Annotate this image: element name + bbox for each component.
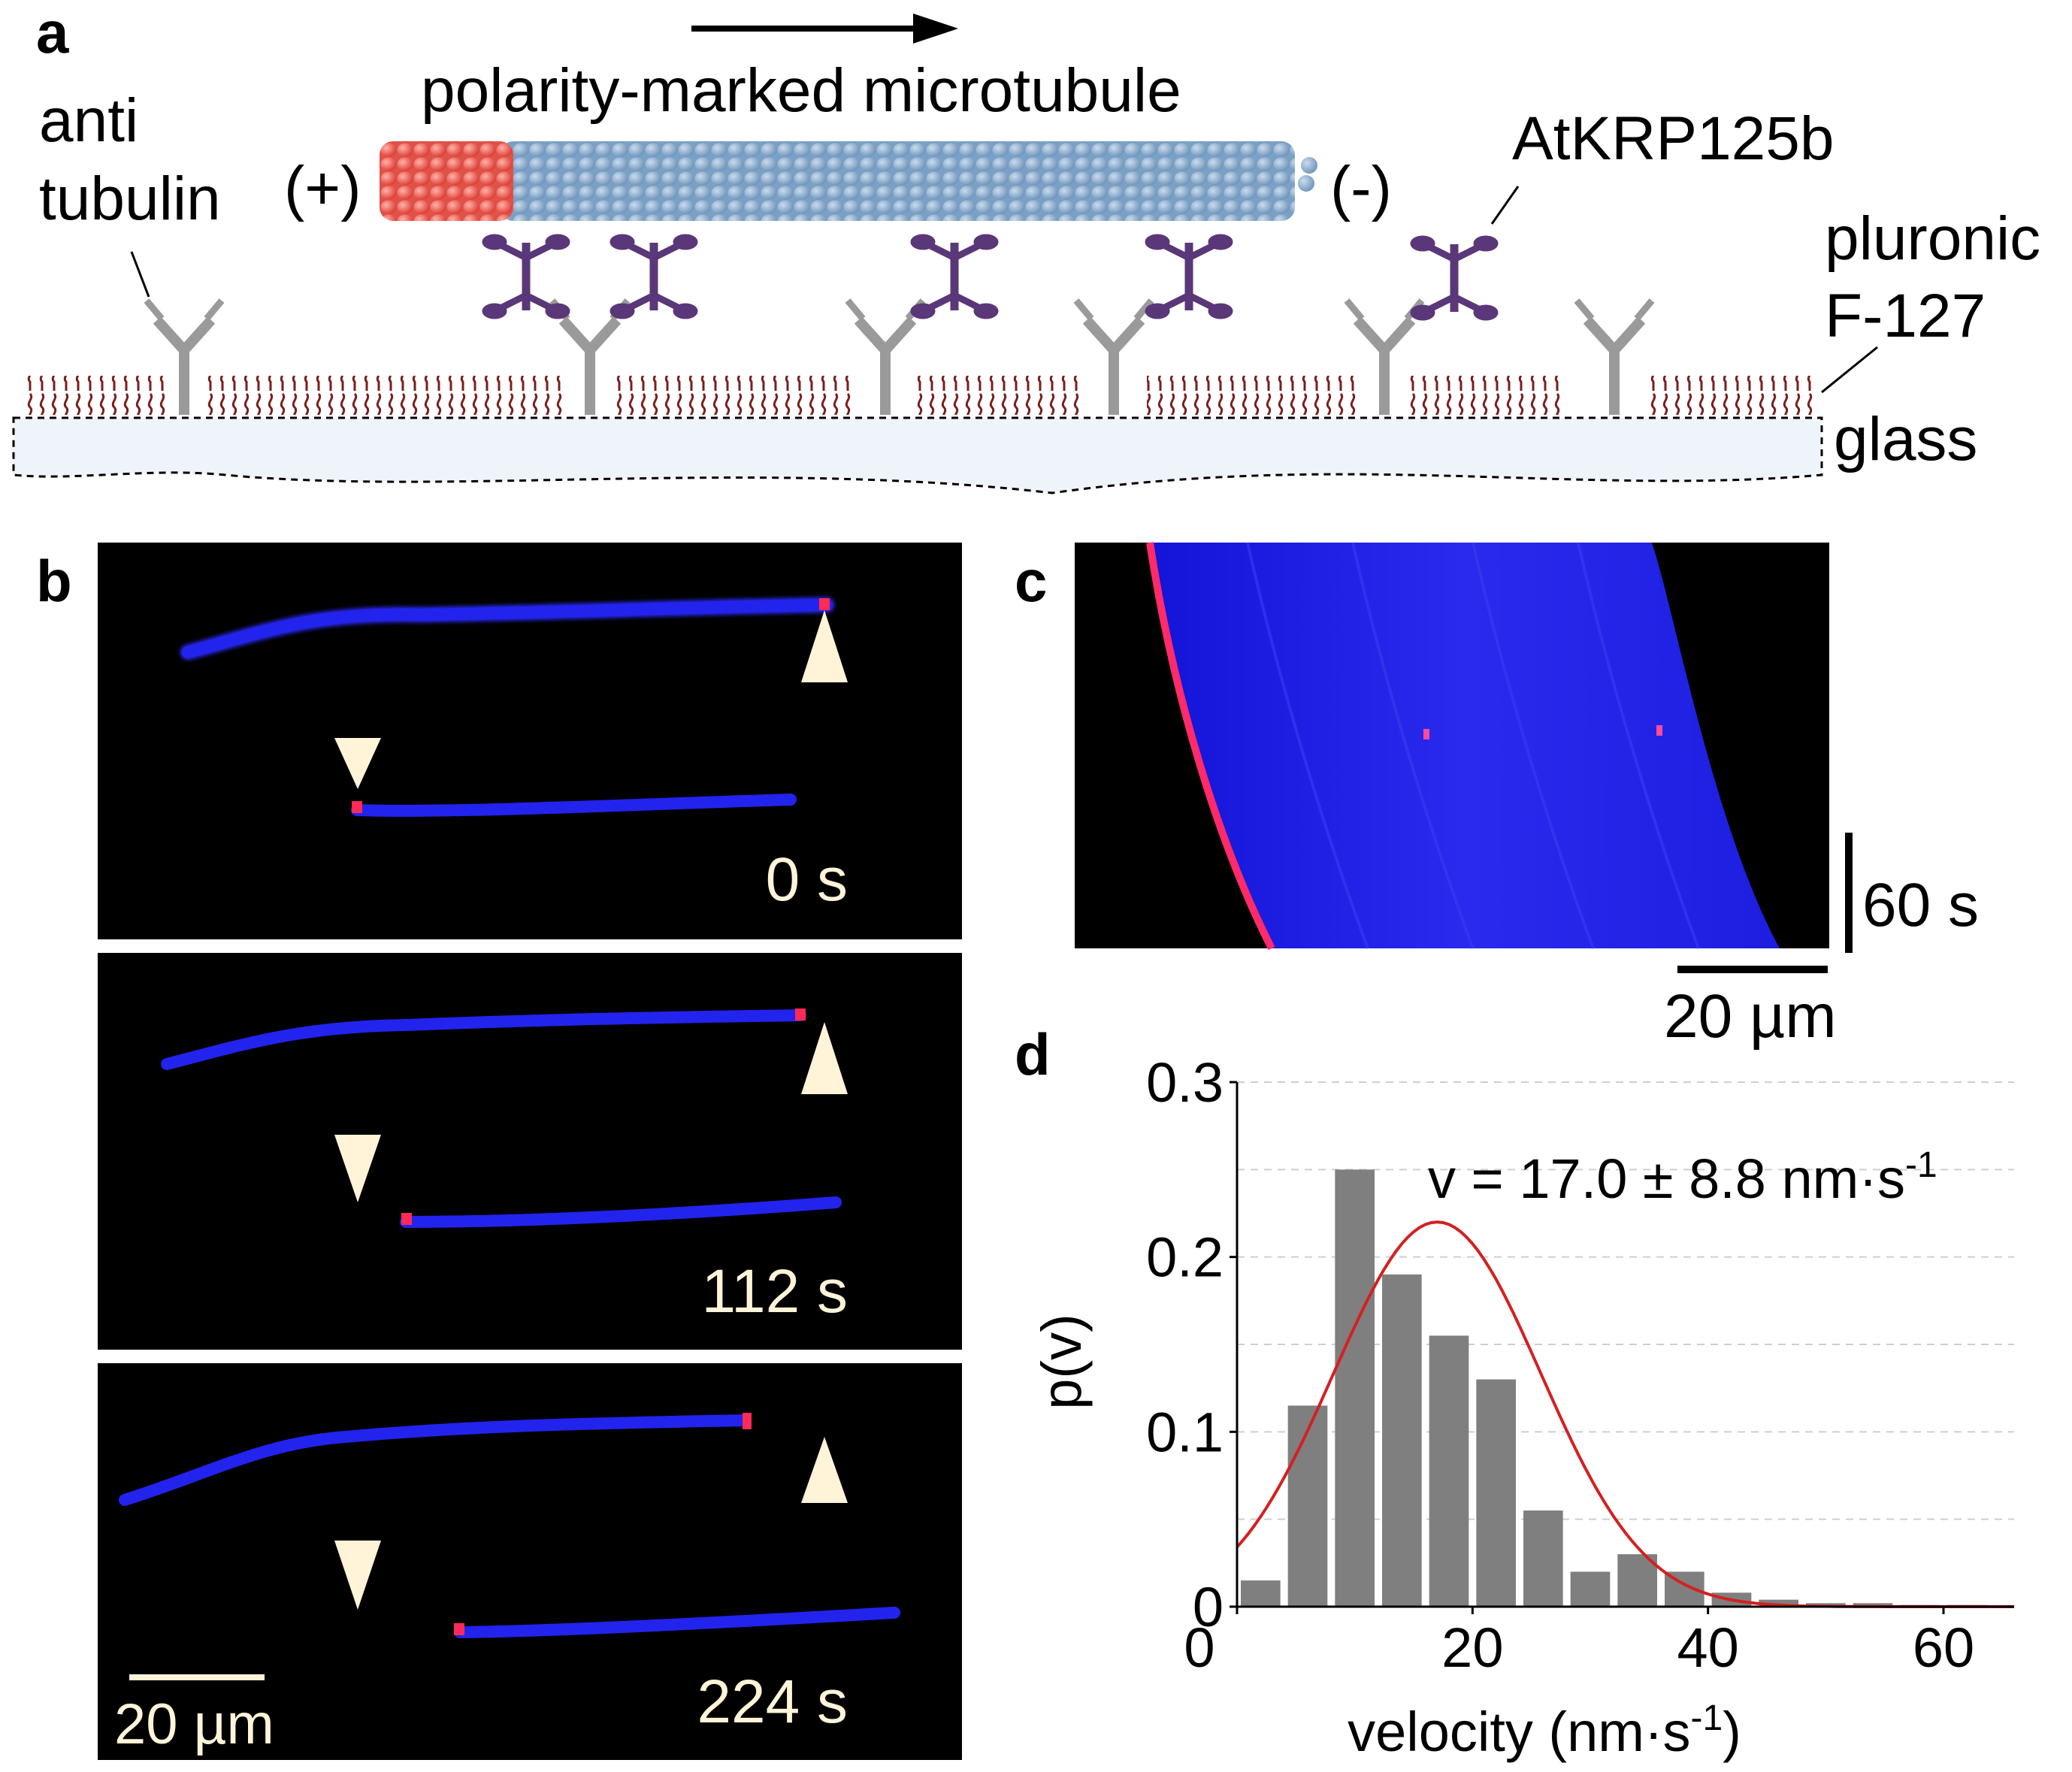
antibody-4 xyxy=(1073,298,1154,415)
motor-label: AtKRP125b xyxy=(1512,104,1835,173)
plus-end-arrowhead xyxy=(334,738,381,789)
histogram-bar xyxy=(1382,1274,1422,1607)
frame-time-label: 0 s xyxy=(766,845,848,914)
antibody-1 xyxy=(144,298,225,415)
minus-end-label: (-) xyxy=(1330,154,1392,222)
y-tick-label: 0.1 xyxy=(1146,1401,1224,1463)
histogram-bar xyxy=(1759,1599,1798,1607)
anti-tubulin-label-line2: tubulin xyxy=(39,165,221,233)
panel-b-letter: b xyxy=(36,548,72,614)
panel-a-letter: a xyxy=(36,0,69,65)
antibody-5 xyxy=(1344,298,1425,415)
glass-label: glass xyxy=(1834,405,1977,473)
panel-c-letter: c xyxy=(1015,548,1047,614)
panel-b: b 0 s 112 s xyxy=(36,543,962,1760)
pluronic-leader xyxy=(1821,346,1878,394)
plus-end-label: (+) xyxy=(284,154,361,222)
frame-time-label: 112 s xyxy=(701,1257,848,1326)
motor-4 xyxy=(1145,234,1233,319)
y-tick-labels: 0 0.1 0.2 0.3 xyxy=(1146,1051,1237,1638)
plus-end-seed xyxy=(380,141,513,221)
motor-2 xyxy=(610,234,698,319)
chart-axes xyxy=(1236,1082,2014,1608)
histogram-bar xyxy=(1476,1379,1516,1607)
y-axis-label: p(v) xyxy=(1030,1314,1093,1409)
histogram-bar xyxy=(1429,1335,1469,1607)
y-tick-label: 0 xyxy=(1193,1576,1224,1638)
x-tick-label: 60 xyxy=(1913,1616,1974,1679)
histogram-bar xyxy=(1523,1510,1563,1607)
pluronic-label-line2: F-127 xyxy=(1825,282,1986,350)
pluronic-label-line1: pluronic xyxy=(1825,204,2040,273)
y-tick-label: 0.3 xyxy=(1146,1051,1224,1114)
motor-1 xyxy=(482,234,570,319)
frame-224s: 20 µm 224 s xyxy=(98,1363,962,1760)
panel-c: c 60 s 20 µm xyxy=(1015,542,1979,1051)
anti-tubulin-leader xyxy=(130,251,150,298)
antibodies xyxy=(144,298,1655,415)
histogram-bar xyxy=(1570,1571,1611,1607)
panel-d-letter: d xyxy=(1015,1021,1051,1087)
x-tick-labels: 0 20 40 60 xyxy=(1184,1607,1974,1679)
pluronic-layer xyxy=(24,376,1813,415)
frame-112s: 112 s xyxy=(98,953,962,1350)
kymograph-band xyxy=(1150,543,1780,948)
space-scalebar-label: 20 µm xyxy=(1664,982,1837,1051)
fit-annotation: v = 17.0 ± 8.8 nm·s-1 xyxy=(1428,1145,1937,1210)
x-tick-label: 20 xyxy=(1441,1616,1503,1679)
x-tick-label: 40 xyxy=(1677,1616,1739,1679)
scalebar-label: 20 µm xyxy=(114,1692,274,1756)
histogram-bar xyxy=(1335,1169,1375,1607)
histogram-bar xyxy=(1617,1554,1657,1607)
frame-0s: 0 s xyxy=(98,543,962,939)
panel-a: a polarity-marked microtubule (+) (-) an… xyxy=(12,0,2040,494)
glass-slab xyxy=(12,416,1823,494)
microtubule-title: polarity-marked microtubule xyxy=(421,56,1181,125)
motors xyxy=(482,234,1499,321)
chart-bars xyxy=(1241,1169,1987,1607)
antibody-3 xyxy=(845,298,926,415)
histogram-bar xyxy=(1853,1603,1893,1607)
motor-3 xyxy=(910,234,999,319)
plus-end-trace xyxy=(1146,542,1275,951)
histogram-bar xyxy=(1241,1580,1281,1607)
panel-d: d 0 0.1 0.2 0.3 0 20 40 60 v = 17.0 ± 8.8 nm·s… xyxy=(1015,1021,2014,1763)
time-scalebar-label: 60 s xyxy=(1862,871,1979,939)
anti-tubulin-label-line1: anti xyxy=(39,86,138,155)
direction-arrow xyxy=(691,14,958,44)
x-tick-label: 0 xyxy=(1184,1616,1214,1679)
x-axis-label: velocity (nm·s-1) xyxy=(1348,1698,1741,1763)
motor-5 xyxy=(1410,235,1499,321)
motor-leader xyxy=(1490,186,1520,225)
microtubule-lattice xyxy=(500,141,1295,221)
microtubule xyxy=(380,141,1317,221)
histogram-bar xyxy=(1287,1405,1328,1607)
antibody-6 xyxy=(1574,298,1655,415)
minus-end-arrowhead xyxy=(801,610,848,682)
frame-time-label: 224 s xyxy=(697,1668,848,1736)
y-tick-label: 0.2 xyxy=(1146,1226,1224,1289)
